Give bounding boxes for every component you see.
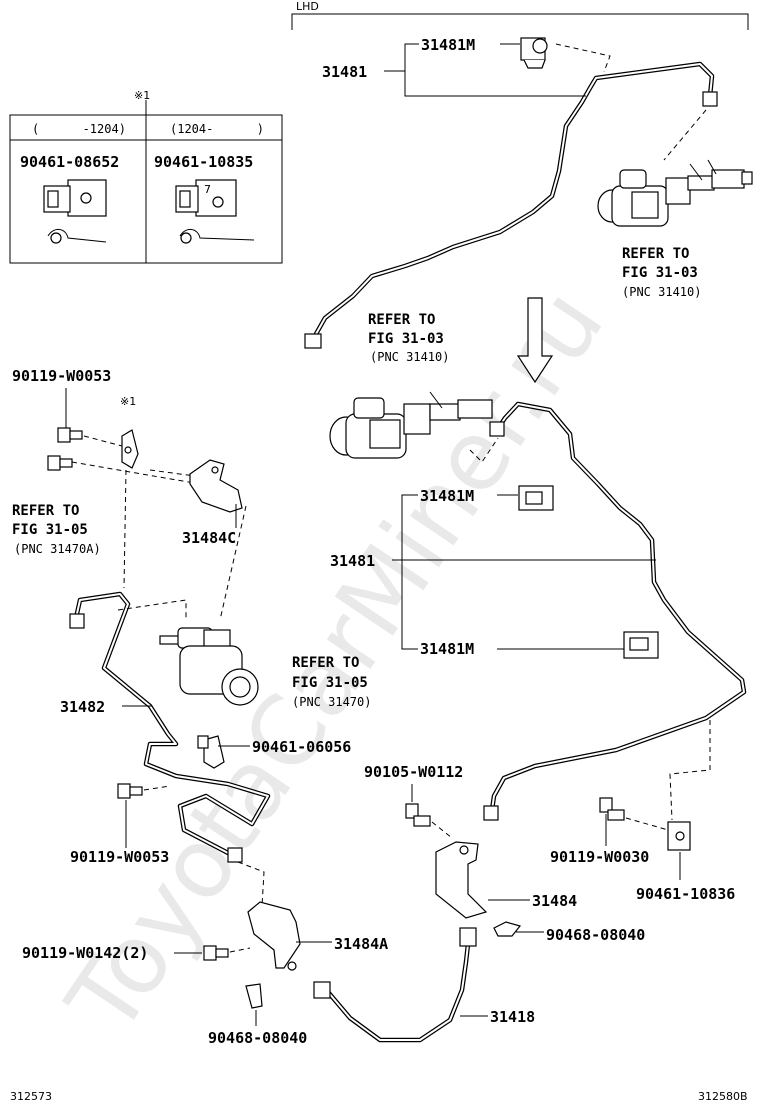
clip-90468-08040-bottom-drawing — [245, 983, 263, 1009]
label-90105-w0112: 90105-W0112 — [364, 763, 463, 781]
bolt-90119-w0142 — [203, 945, 229, 961]
pipe-31481-top — [304, 61, 718, 349]
pipe-31481-mid — [483, 401, 747, 821]
clip-90461-10835-drawing: 7 — [175, 179, 255, 244]
bracket-31484c-drawing — [189, 459, 243, 513]
footer-right-code: 312580B — [698, 1090, 748, 1103]
refer-top-right-line2: FIG 31-03 — [622, 265, 698, 281]
refer-slave: REFER TO FIG 31-05 (PNC 31470) — [292, 655, 371, 709]
refer-mid-line3: (PNC 31410) — [370, 350, 449, 364]
dash-w0030 — [625, 817, 669, 831]
dash-mid-master — [469, 437, 499, 463]
hose-31418 — [313, 927, 477, 1043]
clamp-31481m-mid1 — [518, 485, 554, 511]
refer-mid-line2: FIG 31-03 — [368, 331, 444, 347]
label-31482: 31482 — [60, 698, 105, 716]
clip-marking: 7 — [204, 183, 211, 196]
bolt-90119-w0053-bottom — [117, 783, 143, 799]
label-90461-06056: 90461-06056 — [252, 738, 351, 756]
label-90468-08040-right: 90468-08040 — [546, 926, 645, 944]
bracket-note-mark-drawing — [121, 429, 139, 469]
label-90119-w0030: 90119-W0030 — [550, 848, 649, 866]
label-31484c: 31484C — [182, 529, 236, 547]
clip-90468-08040-right-drawing — [493, 921, 522, 937]
refer-left-line1: REFER TO — [12, 503, 79, 519]
refer-mid-line1: REFER TO — [368, 312, 435, 328]
label-90119-w0053-bottom: 90119-W0053 — [70, 848, 169, 866]
bracket-31484a-drawing — [247, 901, 301, 971]
refer-left-line3: (PNC 31470A) — [14, 542, 101, 556]
label-90119-w0053-top: 90119-W0053 — [12, 367, 111, 385]
dash-bolt-bottom — [143, 785, 171, 791]
inset-col1-header: ( -1204) — [32, 122, 126, 136]
refer-slave-line1: REFER TO — [292, 655, 359, 671]
bolt-refer-left — [47, 455, 73, 471]
clip-90461-08652-drawing — [43, 179, 107, 244]
refer-left-line2: FIG 31-05 — [12, 522, 88, 538]
label-31418: 31418 — [490, 1008, 535, 1026]
refer-top-right-line3: (PNC 31410) — [622, 285, 701, 299]
refer-slave-line2: FIG 31-05 — [292, 675, 368, 691]
clamp-31481m-top — [520, 37, 548, 69]
clip-90461-06056-drawing — [197, 735, 225, 769]
inset-col2-header: (1204- ) — [170, 122, 264, 136]
dash-w0142 — [229, 947, 251, 953]
leader-31481-top — [384, 43, 586, 97]
inset-col2-part-number: 90461-10835 — [154, 153, 253, 171]
dash-slave — [219, 505, 247, 621]
inset-col1-part-number: 90461-08652 — [20, 153, 119, 171]
inset-table: ※1 ( -1204) (1204- ) 90461-08652 90461-1… — [9, 89, 283, 264]
label-31481-top: 31481 — [322, 63, 367, 81]
bolt-90105-w0112 — [405, 803, 431, 827]
label-31484: 31484 — [532, 892, 577, 910]
master-cylinder-mid-drawing — [329, 391, 493, 459]
slave-cylinder-drawing — [159, 627, 259, 706]
label-90119-w0142: 90119-W0142(2) — [22, 944, 148, 962]
label-90461-10836: 90461-10836 — [636, 885, 735, 903]
refer-slave-line3: (PNC 31470) — [292, 695, 371, 709]
label-31481m-mid1: 31481M — [420, 487, 474, 505]
label-31481m-mid2: 31481M — [420, 640, 474, 658]
dash-90105 — [431, 821, 453, 839]
bolt-90119-w0030 — [599, 797, 625, 821]
label-31481-mid: 31481 — [330, 552, 375, 570]
refer-top-right: REFER TO FIG 31-03 (PNC 31410) — [622, 246, 701, 299]
refer-top-right-line1: REFER TO — [622, 246, 689, 262]
pipe-31482 — [69, 591, 271, 863]
note-mark-bracket: ※1 — [120, 395, 136, 408]
clip-90461-10836-drawing — [667, 821, 691, 851]
bracket-31484-drawing — [435, 841, 488, 919]
footer-left-code: 312573 — [10, 1090, 52, 1103]
label-90468-08040-bottom: 90468-08040 — [208, 1029, 307, 1047]
master-cylinder-top-drawing — [597, 109, 753, 227]
label-31484a: 31484A — [334, 935, 388, 953]
refer-left: REFER TO FIG 31-05 (PNC 31470A) — [12, 503, 101, 556]
label-31481m-top: 31481M — [421, 36, 475, 54]
lhd-bracket — [291, 13, 749, 30]
leader-31481-mid — [392, 494, 656, 650]
inset-note-mark: ※1 — [134, 89, 150, 102]
dash-31484a — [237, 861, 265, 907]
dash-31482-end — [117, 599, 187, 620]
dash-right — [669, 720, 711, 821]
lhd-label: LHD — [296, 0, 319, 13]
refer-mid: REFER TO FIG 31-03 (PNC 31410) — [368, 312, 449, 364]
arrow-down-icon — [516, 297, 554, 384]
clamp-31481m-mid2 — [623, 631, 659, 659]
dash-left-top — [71, 435, 211, 589]
bolt-90119-w0053-top — [57, 427, 83, 443]
dash-clamp-top — [555, 43, 611, 73]
